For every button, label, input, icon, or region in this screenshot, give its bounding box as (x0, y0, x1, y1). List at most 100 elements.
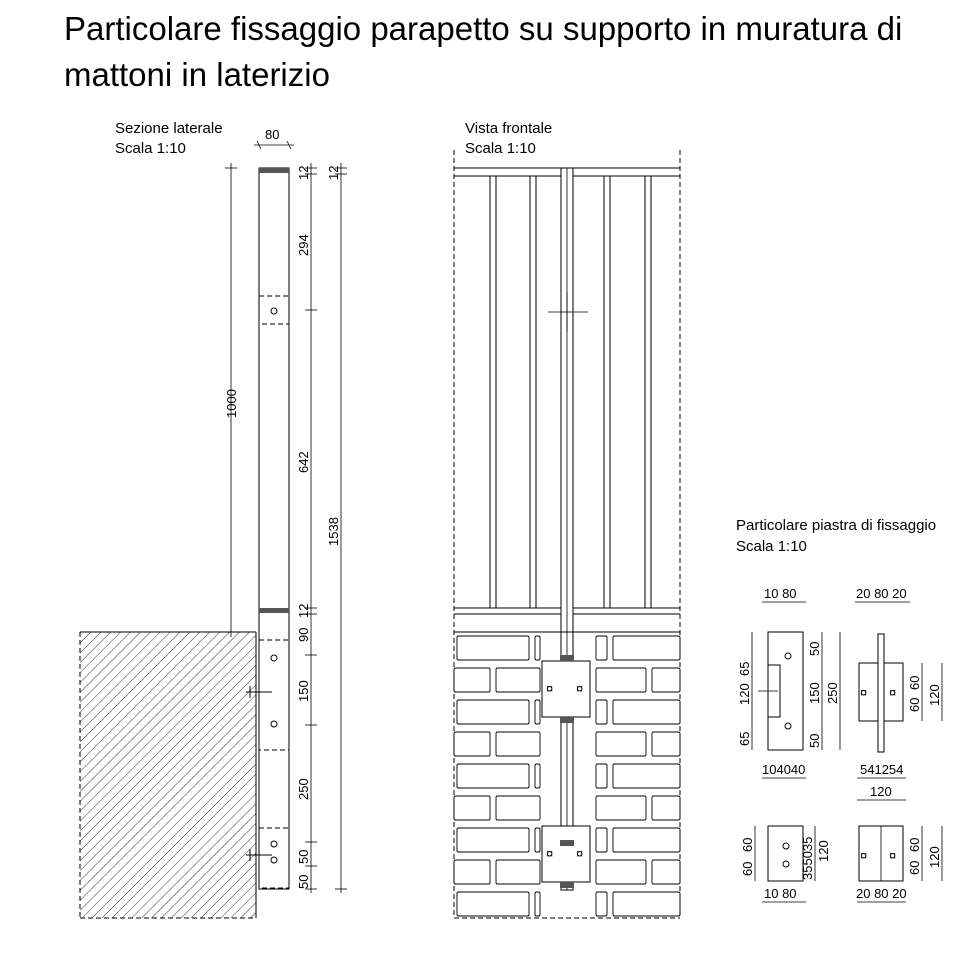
dim-a-right2: 150 (807, 682, 822, 704)
fixing-plate-lower (541, 825, 591, 883)
masonry-support (80, 632, 256, 918)
top-cap (259, 168, 289, 173)
dim-c-bottom: 10 80 (764, 886, 797, 901)
post-profile (258, 167, 290, 890)
svg-text:¤: ¤ (576, 681, 583, 696)
brick (453, 795, 491, 821)
brick-wall (453, 635, 681, 917)
side-section-view: Sezione laterale Scala 1:10 80 (79, 120, 347, 919)
dim-top-cap: 12 (296, 166, 311, 180)
dim-b-right2: 60 (907, 698, 922, 712)
dim-upper-span: 294 (296, 234, 311, 256)
svg-text:¤: ¤ (860, 848, 867, 863)
dim-c-right2: 120 (816, 840, 831, 862)
brick (612, 891, 681, 917)
brick (534, 635, 541, 661)
brick (534, 827, 541, 853)
svg-text:¤: ¤ (889, 685, 896, 700)
dim-250: 250 (296, 778, 311, 800)
dim-90: 90 (296, 628, 311, 642)
dim-c-right1: 355035 (800, 837, 815, 880)
brick (595, 667, 647, 693)
bolt-hole-icon (270, 307, 278, 315)
dim-c-left2: 60 (740, 862, 755, 876)
dim-b-right3: 120 (927, 684, 942, 706)
dim-50-a: 50 (296, 850, 311, 864)
page-title: Particolare fissaggio parapetto su suppo… (64, 10, 903, 93)
brick (595, 859, 647, 885)
dim-a-right1: 50 (807, 642, 822, 656)
plate-detail: Particolare piastra di fissaggio Scala 1… (736, 517, 943, 903)
svg-text:¤: ¤ (546, 681, 553, 696)
brick (595, 731, 647, 757)
bolt-hole-icon (270, 856, 278, 864)
brick (595, 827, 608, 853)
brick (495, 731, 541, 757)
dim-a-right3: 50 (807, 734, 822, 748)
dim-a-left1: 65 (737, 662, 752, 676)
dim-top-cap-right: 12 (326, 166, 341, 180)
brick (612, 827, 681, 853)
front-view-scale: Scala 1:10 (465, 140, 536, 157)
dim-lower-cap: 12 (296, 604, 311, 618)
dim-height-total: 1000 (224, 389, 239, 418)
brick (595, 763, 608, 789)
brick (612, 635, 681, 661)
front-view: Vista frontale Scala 1:10 ¤ ¤ (453, 120, 681, 919)
bolt-icon: ¤¤ ¤¤ (546, 681, 583, 861)
brick (495, 667, 541, 693)
plate-detail-label: Particolare piastra di fissaggio (736, 517, 936, 534)
svg-text:¤: ¤ (860, 685, 867, 700)
brick (595, 699, 608, 725)
dim-mid-span: 642 (296, 451, 311, 473)
balusters (489, 175, 652, 609)
bolt-hole-icon (270, 840, 278, 848)
brick (456, 891, 530, 917)
brick (595, 635, 608, 661)
dim-a-top: 10 80 (764, 586, 797, 601)
brick (456, 763, 530, 789)
brick (534, 699, 541, 725)
brick (534, 891, 541, 917)
dim-d-right3: 120 (927, 846, 942, 868)
brick (456, 827, 530, 853)
side-view-scale: Scala 1:10 (115, 140, 186, 157)
dim-overall: 1538 (326, 517, 341, 546)
brick (495, 795, 541, 821)
brick (453, 859, 491, 885)
svg-text:¤: ¤ (889, 848, 896, 863)
dim-b-bottom2: 120 (870, 784, 892, 799)
front-view-label: Vista frontale (465, 120, 552, 137)
brick (612, 699, 681, 725)
dim-a-bottom: 104040 (762, 762, 805, 777)
dim-d-right2: 60 (907, 861, 922, 875)
brick (612, 763, 681, 789)
brick (595, 795, 647, 821)
brick (651, 667, 681, 693)
dim-b-top: 20 80 20 (856, 586, 907, 601)
dim-a-right4: 250 (825, 682, 840, 704)
dim-a-left3: 65 (737, 732, 752, 746)
lower-rail (259, 608, 289, 613)
brick (456, 635, 530, 661)
plate-detail-scale: Scala 1:10 (736, 538, 807, 555)
dim-d-right1: 60 (907, 838, 922, 852)
bolt-hole-icon (270, 654, 278, 662)
brick (453, 731, 491, 757)
brick (495, 859, 541, 885)
brick (453, 667, 491, 693)
plate-c (767, 825, 804, 882)
dim-d-bottom: 20 80 20 (856, 886, 907, 901)
brick (651, 795, 681, 821)
dim-a-left2: 120 (737, 683, 752, 705)
brick (534, 763, 541, 789)
dim-c-left1: 60 (740, 838, 755, 852)
brick (651, 859, 681, 885)
dim-150: 150 (296, 680, 311, 702)
svg-text:¤: ¤ (576, 846, 583, 861)
dim-b-right1: 60 (907, 676, 922, 690)
side-view-label: Sezione laterale (115, 120, 223, 137)
dim-width: 80 (265, 127, 279, 142)
brick (651, 731, 681, 757)
